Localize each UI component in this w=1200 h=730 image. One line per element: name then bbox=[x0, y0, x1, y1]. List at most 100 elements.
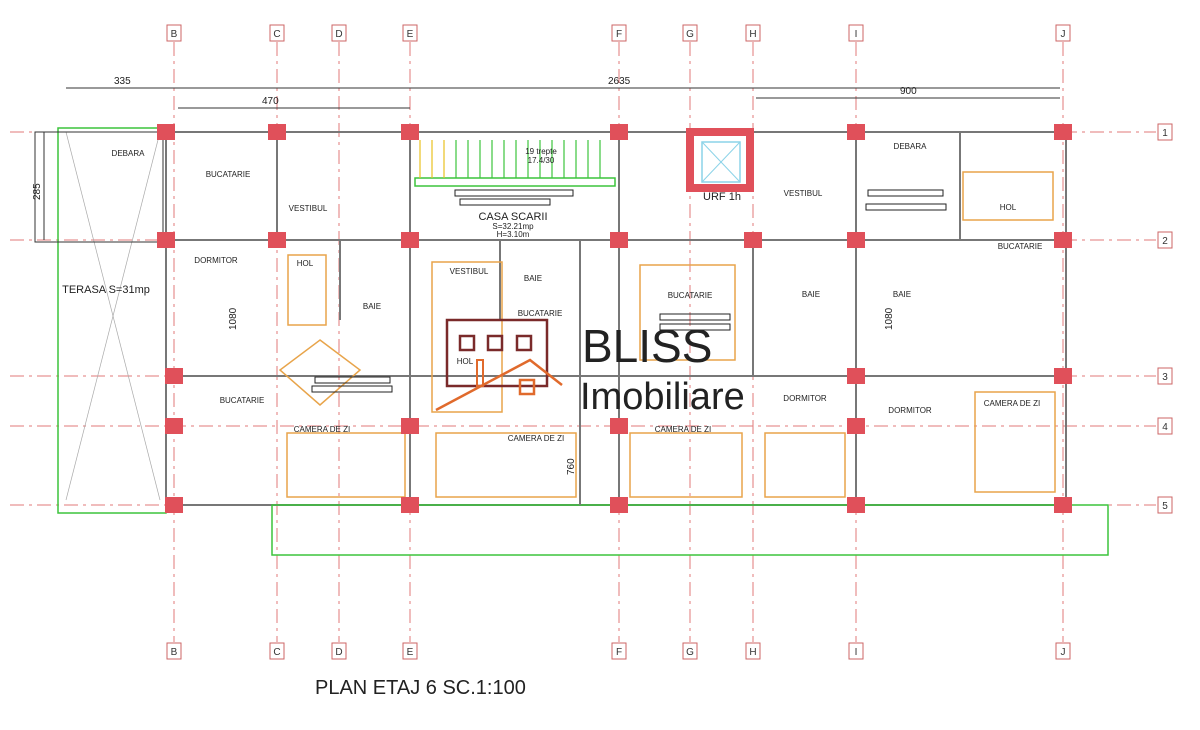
room-label: CAMERA DE ZI bbox=[508, 434, 564, 443]
room-label: CAMERA DE ZI bbox=[655, 425, 711, 434]
grid-column-label: G bbox=[686, 29, 694, 40]
stairwell-height: H=3.10m bbox=[497, 230, 530, 239]
grid-row-marker bbox=[1157, 367, 1173, 385]
column bbox=[610, 124, 628, 140]
grid-column-marker bbox=[269, 24, 285, 42]
grid-column-marker bbox=[166, 24, 182, 42]
room-label: VESTIBUL bbox=[289, 204, 328, 213]
grid-row-marker bbox=[1157, 496, 1173, 514]
grid-column-label: D bbox=[335, 29, 342, 40]
column bbox=[157, 232, 175, 248]
stairwell-label: CASA SCARII bbox=[478, 211, 547, 223]
column bbox=[401, 232, 419, 248]
elevator-label: URF 1h bbox=[703, 191, 741, 203]
grid-column-marker bbox=[269, 642, 285, 660]
room-label: HOL bbox=[297, 259, 314, 268]
column bbox=[1054, 124, 1072, 140]
bliss-imobiliare-logo: BLISS Imobiliare bbox=[435, 318, 745, 418]
logo-subtitle: Imobiliare bbox=[580, 376, 745, 418]
column bbox=[268, 124, 286, 140]
stair-steps: 19 trepte bbox=[525, 147, 557, 156]
column bbox=[401, 497, 419, 513]
column bbox=[157, 124, 175, 140]
grid-column-label: B bbox=[171, 647, 178, 658]
room-label: BAIE bbox=[802, 290, 820, 299]
room-label: CAMERA DE ZI bbox=[294, 425, 350, 434]
room-label: BUCATARIE bbox=[668, 291, 713, 300]
grid-column-label: D bbox=[335, 647, 342, 658]
grid-column-label: E bbox=[407, 29, 414, 40]
grid-row-label: 1 bbox=[1162, 128, 1168, 139]
dimension-470: 470 bbox=[262, 96, 279, 107]
room-label: DEBARA bbox=[112, 149, 146, 158]
column bbox=[165, 497, 183, 513]
column bbox=[847, 232, 865, 248]
dimension-1080-right: 1080 bbox=[884, 307, 895, 330]
grid-column-marker bbox=[745, 24, 761, 42]
room-label: DORMITOR bbox=[888, 406, 932, 415]
grid-column-marker bbox=[1055, 642, 1071, 660]
stair-ratio: 17.4/30 bbox=[528, 156, 555, 165]
grid-row-label: 4 bbox=[1162, 422, 1168, 433]
elevator-shaft bbox=[686, 128, 754, 192]
room-label: DORMITOR bbox=[783, 394, 827, 403]
room-label: BUCATARIE bbox=[998, 242, 1043, 251]
grid-column-label: B bbox=[171, 29, 178, 40]
grid-column-marker bbox=[331, 24, 347, 42]
grid-row-marker bbox=[1157, 417, 1173, 435]
grid-row-label: 3 bbox=[1162, 372, 1168, 383]
stairwell-area: S=32.21mp bbox=[492, 222, 534, 231]
walls bbox=[34, 127, 1109, 556]
column bbox=[165, 368, 183, 384]
room-labels: DEBARA BUCATARIE VESTIBUL VESTIBUL DEBAR… bbox=[62, 142, 1042, 443]
room-label: HOL bbox=[1000, 203, 1017, 212]
grid-column-label: H bbox=[749, 647, 756, 658]
plan-title: PLAN ETAJ 6 SC.1:100 bbox=[315, 677, 526, 699]
dimension-285: 285 bbox=[32, 183, 43, 200]
grid-column-label: F bbox=[616, 29, 622, 40]
room-label: HOL bbox=[457, 357, 474, 366]
grid-column-label: H bbox=[749, 29, 756, 40]
dimension-900: 900 bbox=[900, 86, 917, 97]
room-label: BAIE bbox=[363, 302, 381, 311]
column bbox=[165, 418, 183, 434]
grid-column-marker bbox=[611, 24, 627, 42]
structural-columns bbox=[157, 124, 1072, 513]
grid-column-label: E bbox=[407, 647, 414, 658]
grid-column-marker bbox=[402, 642, 418, 660]
building-outline bbox=[165, 131, 1067, 506]
column bbox=[401, 124, 419, 140]
grid-column-marker bbox=[166, 642, 182, 660]
column bbox=[847, 497, 865, 513]
logo-brand: BLISS bbox=[582, 320, 712, 372]
column bbox=[1054, 368, 1072, 384]
grid-column-label: J bbox=[1061, 29, 1066, 40]
grid-column-label: J bbox=[1061, 647, 1066, 658]
room-label: DORMITOR bbox=[194, 256, 238, 265]
grid-column-label: I bbox=[855, 29, 858, 40]
grid-row-marker bbox=[1157, 231, 1173, 249]
room-label: VESTIBUL bbox=[450, 267, 489, 276]
dimension-1080-left: 1080 bbox=[228, 307, 239, 330]
grid-row-label: 5 bbox=[1162, 501, 1168, 512]
grid-column-label: I bbox=[855, 647, 858, 658]
grid-column-marker bbox=[848, 24, 864, 42]
grid-row-label: 2 bbox=[1162, 236, 1168, 247]
grid-column-label: C bbox=[273, 647, 280, 658]
grid-column-marker bbox=[402, 24, 418, 42]
room-label: BUCATARIE bbox=[206, 170, 251, 179]
column bbox=[847, 418, 865, 434]
room-label: BAIE bbox=[893, 290, 911, 299]
grid-column-marker bbox=[745, 642, 761, 660]
grid-column-marker bbox=[331, 642, 347, 660]
grid-column-marker bbox=[848, 642, 864, 660]
grid-column-label: F bbox=[616, 647, 622, 658]
balcony-outline bbox=[271, 504, 1109, 556]
dimension-lines: 335 2635 470 900 285 1080 760 1080 bbox=[32, 76, 1060, 475]
column bbox=[1054, 232, 1072, 248]
column bbox=[847, 368, 865, 384]
room-label: DEBARA bbox=[894, 142, 928, 151]
dimension-2635: 2635 bbox=[608, 76, 631, 87]
column bbox=[1054, 497, 1072, 513]
